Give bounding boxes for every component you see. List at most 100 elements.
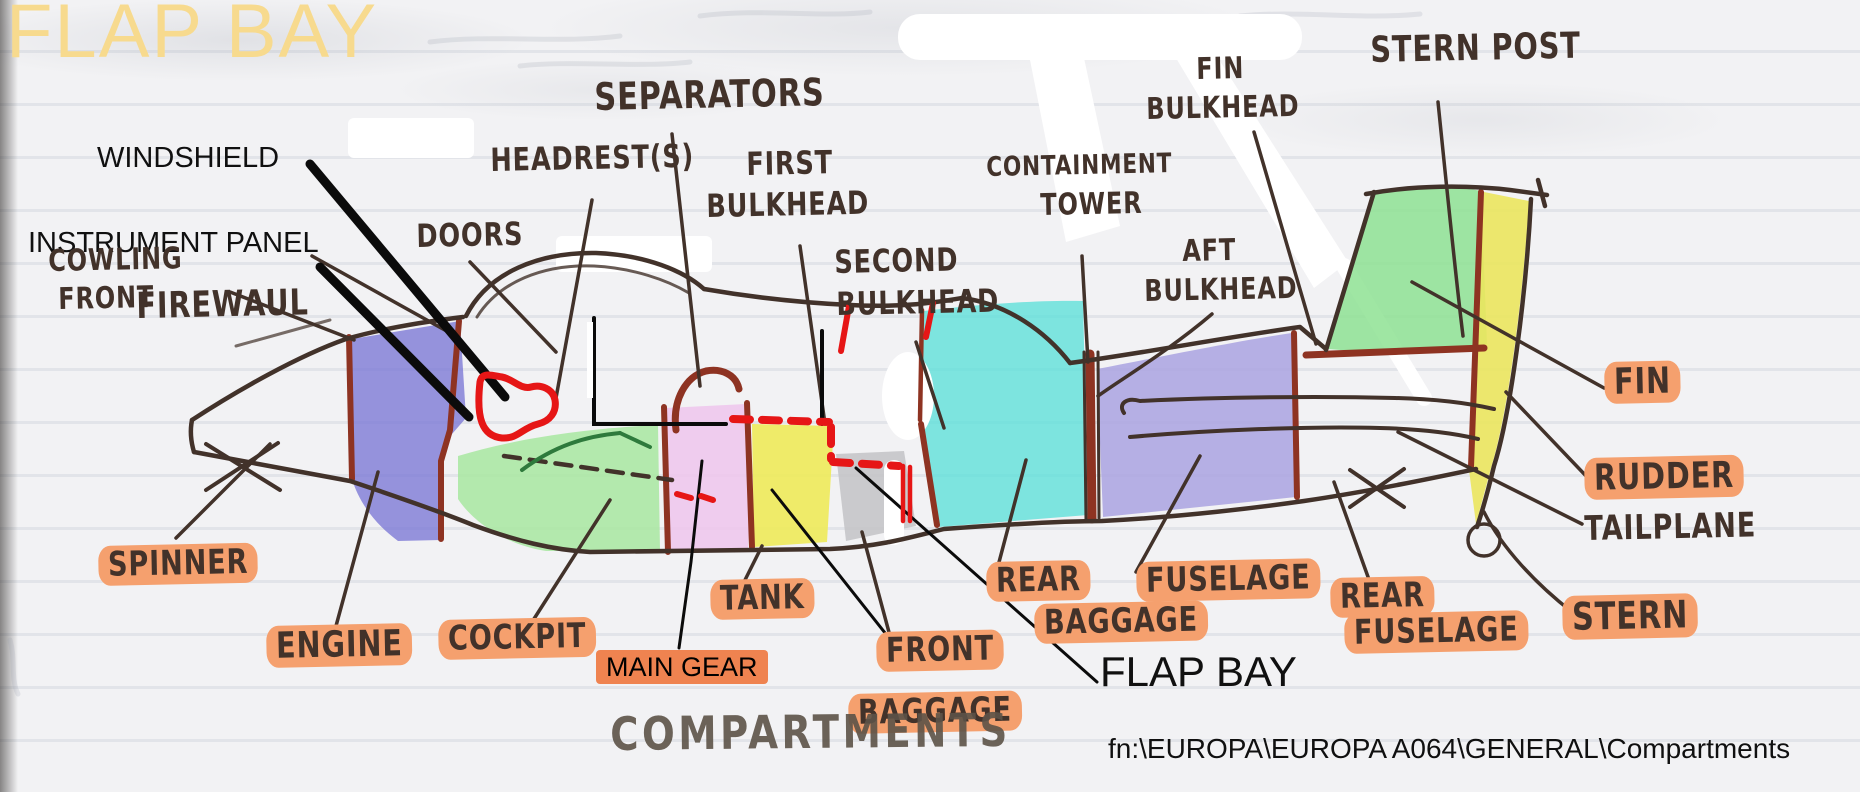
leader-fin-bulkhead [1252, 130, 1318, 346]
region-main-gear-bay [666, 404, 752, 552]
door-sill-dashed [501, 453, 675, 483]
region-rear-baggage [922, 300, 1088, 527]
flap-bay-double-vertical [900, 463, 913, 524]
label-aft-bulkhead-line2: BULKHEAD [1143, 270, 1298, 309]
leader-headrests [554, 198, 594, 400]
prop-cross [204, 441, 282, 492]
leader-firewall [310, 254, 454, 336]
leader-stern [1482, 510, 1574, 614]
flap-bay-watermark: FLAP BAY [6, 0, 379, 74]
label-separators: SEPARATORS [593, 70, 825, 119]
seat-sketch [520, 431, 652, 472]
flap-bay-pointer-line-2 [770, 488, 895, 645]
fin-top-tick [1535, 177, 1548, 209]
fin-bulkhead-base [1302, 344, 1488, 359]
leader-second-bulkhead [914, 340, 946, 430]
leader-cockpit [530, 498, 612, 624]
label-headrests: HEADREST(S) [489, 136, 695, 179]
leader-rear-fuselage [1332, 480, 1374, 590]
label-tailplane: TAILPLANE [1583, 505, 1757, 549]
label-first-bulkhead-line2: BULKHEAD [705, 183, 870, 225]
leader-containment-tower [1080, 254, 1090, 364]
label-cockpit: COCKPIT [438, 616, 597, 660]
label-stern-post: STERN POST [1369, 25, 1582, 71]
label-front-baggage-line1: FRONT [876, 629, 1004, 672]
leader-rear-baggage [996, 458, 1028, 568]
headrest-hook [671, 366, 743, 434]
stern-post-line [1468, 189, 1484, 470]
nose-front [188, 417, 197, 455]
tailplane-line-upper [1120, 395, 1496, 415]
label-fin: FIN [1604, 360, 1681, 404]
turtledeck-arc [959, 295, 1073, 366]
whiteout-marks [348, 14, 1348, 288]
region-fin [1328, 187, 1487, 352]
ghost-writing [7, 9, 1423, 697]
leader-fuselage [1134, 454, 1202, 574]
diagram-title: COMPARTMENTS [609, 702, 1011, 761]
label-rear-baggage-line1: REAR [986, 559, 1091, 602]
region-rudder [1469, 192, 1529, 524]
label-rudder: RUDDER [1584, 454, 1745, 500]
rudder-trailing-edge [1474, 196, 1534, 530]
label-rear-fuselage-line2: FUSELAGE [1344, 609, 1529, 654]
tail-x-mark [1348, 467, 1406, 509]
label-engine: ENGINE [266, 622, 413, 668]
windshield-red-outline [475, 371, 559, 442]
ink-lines [188, 177, 1550, 558]
label-firewall: FIREWAUL [135, 282, 310, 327]
flap-bay-pointer-line-1 [854, 466, 1099, 684]
label-first-bulkhead-line1: FIRST [745, 143, 834, 183]
leader-rudder [1504, 390, 1590, 480]
red-marker-marks [475, 300, 936, 524]
label-spinner: SPINNER [98, 542, 259, 586]
tailplane-line-lower [1128, 425, 1480, 441]
label-rear-baggage-line2: BAGGAGE [1034, 600, 1208, 644]
tower-flank-lines [1082, 350, 1101, 523]
containment-tower-column [1085, 349, 1097, 524]
region-engine [352, 321, 466, 541]
scan-edge-shadow [0, 0, 18, 792]
label-stern: STERN [1562, 592, 1699, 640]
label-containment-tower-line2: TOWER [1039, 185, 1143, 223]
leader-lines [174, 100, 1606, 638]
fin-leading-edge [1323, 189, 1377, 353]
leader-doors [468, 260, 558, 354]
label-fin-bulkhead-line1: FIN [1195, 50, 1245, 87]
canopy-inner-line [475, 264, 691, 319]
second-bulkhead-lower [918, 421, 940, 528]
label-cowling-front-line2: FRONT [57, 279, 155, 317]
file-path-footer: fn:\EUROPA\EUROPA A064\GENERAL\Compartme… [1108, 733, 1791, 764]
label-fuselage: FUSELAGE [1136, 557, 1321, 602]
label-second-bulkhead-line2: BULKHEAD [835, 281, 1000, 323]
second-bulkhead-red-tick [923, 300, 936, 340]
label-aft-bulkhead-line1: AFT [1181, 232, 1237, 269]
fuselage-bottom [191, 449, 1479, 555]
engine-front-line [346, 334, 355, 482]
fuselage-top [189, 314, 466, 423]
label-fin-bulkhead-line2: BULKHEAD [1145, 88, 1300, 127]
leader-spinner [174, 442, 272, 540]
label-containment-tower-line1: CONTAINMENT [985, 148, 1173, 183]
seat-red-dashes [674, 491, 716, 503]
windshield-pointer-line [305, 159, 510, 402]
instrument-panel-bracket [592, 316, 728, 426]
first-bulkhead-red-tick [838, 303, 852, 354]
leader-cowling-front [228, 290, 356, 342]
leader-stern-post [1436, 100, 1465, 338]
leader-aft-bulkhead [1096, 312, 1214, 398]
label-main-gear: MAIN GEAR [596, 650, 768, 685]
label-tank: TANK [710, 577, 815, 620]
instrument-panel-pointer-line [315, 262, 474, 422]
leader-engine [334, 470, 380, 628]
second-bulkhead-upper [917, 307, 925, 423]
aft-bulkhead-line [1291, 330, 1300, 500]
label-cowling-front-line1: COWLING [47, 241, 183, 279]
leader-separators [670, 132, 702, 388]
leader-fin [1410, 280, 1606, 390]
region-tank [752, 424, 834, 547]
leader-tailplane [1396, 430, 1584, 526]
region-fuselage [1097, 333, 1296, 517]
